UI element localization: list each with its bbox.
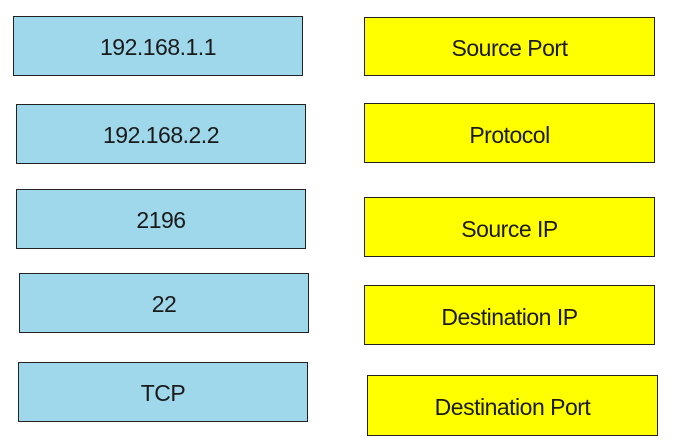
value-label: 22 [151, 290, 177, 317]
value-tile-ip-2[interactable]: 192.168.2.2 [16, 104, 306, 164]
target-tile-source-ip[interactable]: Source IP [364, 197, 655, 257]
target-label: Source Port [451, 35, 568, 61]
target-tile-source-port[interactable]: Source Port [364, 17, 655, 76]
target-label: Destination IP [441, 303, 578, 330]
target-label: Destination Port [434, 394, 591, 420]
target-label: Source IP [461, 215, 558, 242]
target-label: Protocol [469, 121, 550, 148]
target-tile-destination-port[interactable]: Destination Port [367, 375, 658, 436]
value-tile-tcp[interactable]: TCP [18, 362, 308, 422]
value-label: 192.168.2.2 [102, 121, 220, 148]
value-label: 2196 [136, 206, 186, 233]
value-label: 192.168.1.1 [99, 33, 217, 60]
value-label: TCP [140, 379, 186, 406]
value-tile-port-2196[interactable]: 2196 [16, 189, 306, 249]
value-tile-port-22[interactable]: 22 [19, 273, 309, 333]
target-tile-destination-ip[interactable]: Destination IP [364, 285, 655, 345]
value-tile-ip-1[interactable]: 192.168.1.1 [13, 16, 303, 76]
target-tile-protocol[interactable]: Protocol [364, 103, 655, 163]
